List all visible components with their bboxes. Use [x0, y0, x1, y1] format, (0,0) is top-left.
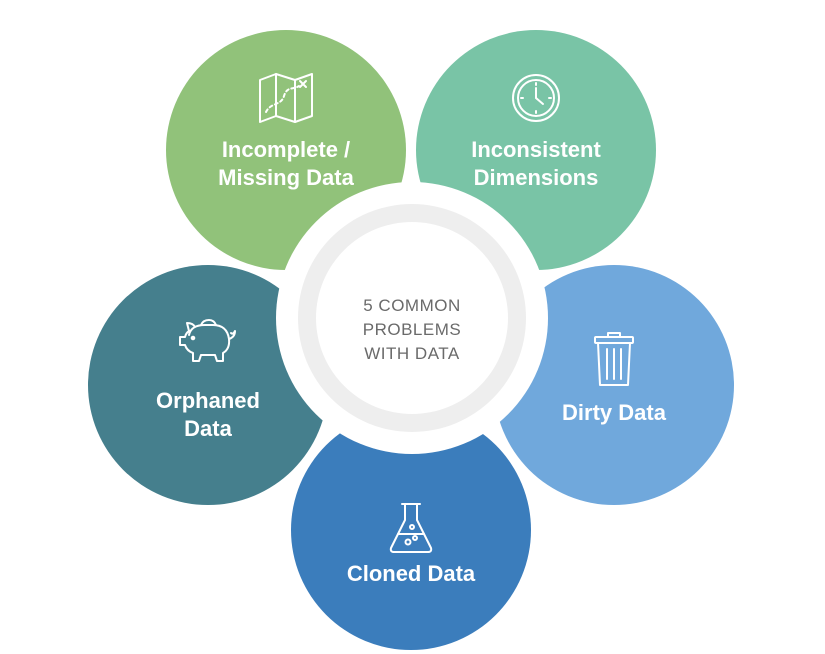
petal-orphaned-data: Orphaned Data: [88, 265, 328, 505]
trash-can-icon: [594, 332, 634, 386]
petal-label: Incomplete / Missing Data: [218, 137, 354, 190]
petal-cloned-data: Cloned Data: [291, 410, 531, 650]
center-core: 5 COMMON PROBLEMS WITH DATA: [316, 222, 508, 414]
petal-label: Orphaned Data: [156, 388, 260, 441]
flask-icon: [389, 503, 433, 553]
center-circle: 5 COMMON PROBLEMS WITH DATA: [276, 182, 548, 454]
piggy-bank-icon: [179, 319, 236, 362]
petal-label: Cloned Data: [346, 561, 476, 586]
petal-inconsistent-dimensions: Inconsistent Dimensions: [416, 30, 656, 270]
center-title: 5 COMMON PROBLEMS WITH DATA: [362, 296, 462, 363]
petal-incomplete-missing-data: Incomplete / Missing Data: [166, 30, 406, 270]
map-icon: [259, 73, 313, 123]
petal-label: Inconsistent Dimensions: [471, 137, 601, 190]
petal-label: Dirty Data: [562, 400, 666, 425]
center-ring-band: 5 COMMON PROBLEMS WITH DATA: [298, 204, 526, 432]
clock-icon: [512, 74, 560, 122]
